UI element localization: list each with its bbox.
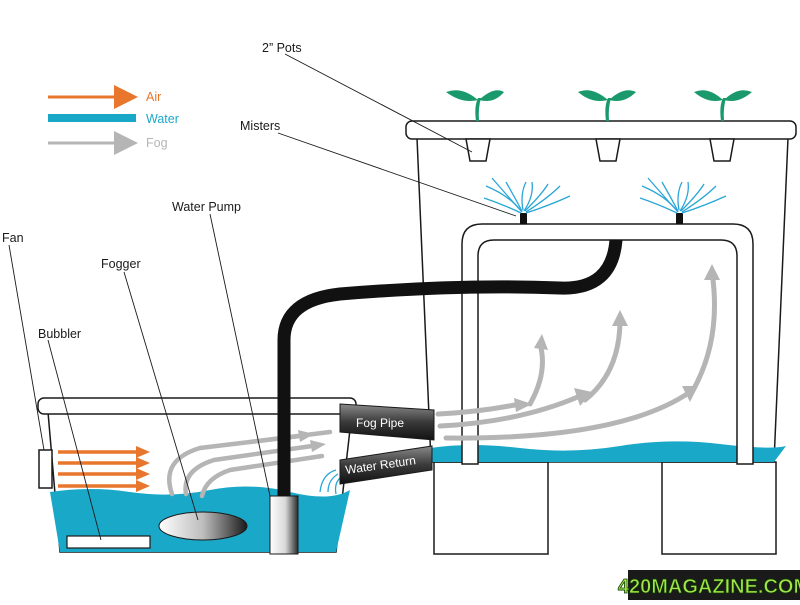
fog-flow — [435, 269, 717, 441]
pots-label: 2” Pots — [262, 41, 302, 55]
watermark-text: 420MAGAZINE.COM — [618, 576, 800, 598]
support-block-left — [433, 461, 549, 555]
mist-spray — [319, 469, 341, 495]
legend-fog-label: Fog — [146, 136, 168, 150]
grow-water — [430, 441, 786, 462]
water-pump-label: Water Pump — [172, 200, 241, 214]
bubbler-label: Bubbler — [38, 327, 81, 341]
fog-pipe-label: Fog Pipe — [356, 416, 404, 430]
legend-water-label: Water — [146, 112, 179, 126]
fan-icon — [38, 449, 53, 489]
water-pump — [269, 495, 299, 555]
water-return-tube — [339, 445, 433, 485]
legend-air-label: Air — [146, 90, 161, 104]
bubbler-stone — [66, 535, 151, 549]
fog-arrowhead — [298, 430, 326, 452]
net-pot — [709, 138, 735, 162]
seedling-icon — [446, 90, 504, 121]
fog-pipe: Fog Pipe — [339, 403, 435, 441]
grow-lid — [405, 120, 797, 140]
grow-container — [405, 90, 797, 555]
air-flow — [58, 450, 138, 488]
fog-container — [37, 397, 357, 555]
legend: Air Water Fog — [48, 85, 179, 155]
seedling-icon — [578, 90, 636, 121]
fogger-label: Fogger — [101, 257, 141, 271]
mist-spray — [639, 177, 727, 214]
fogger-disc — [158, 511, 248, 541]
watermark-background — [628, 570, 800, 600]
misters-label: Misters — [240, 119, 280, 133]
watermark: 420MAGAZINE.COM — [617, 570, 800, 600]
mister-nozzle — [520, 213, 527, 224]
pump-hose — [277, 239, 623, 496]
fan-label: Fan — [2, 231, 24, 245]
fog-arrowhead — [514, 264, 720, 412]
fog-flow — [166, 429, 333, 499]
mister-manifold — [461, 223, 754, 465]
net-pot — [465, 138, 491, 162]
fog-lid — [37, 397, 357, 415]
legend-water-swatch — [48, 114, 136, 122]
callout-lines — [8, 53, 517, 541]
air-arrowhead — [136, 446, 150, 492]
mist-spray — [483, 177, 571, 214]
fog-pipe-tube — [339, 403, 435, 441]
net-pot — [595, 138, 621, 162]
support-block-right — [661, 461, 777, 555]
seedling-icon — [694, 90, 752, 121]
water-return-pipe: Water Return — [339, 445, 433, 485]
mister-nozzle — [676, 213, 683, 224]
